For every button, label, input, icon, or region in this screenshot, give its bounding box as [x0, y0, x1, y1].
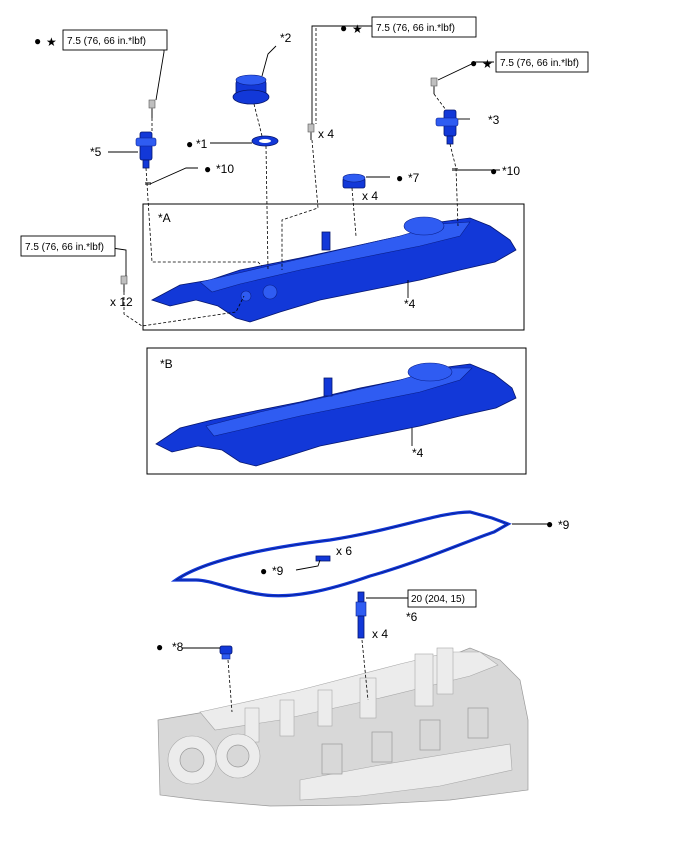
- spark-plug-tube-gasket: [342, 173, 366, 189]
- alignment-lines: [123, 28, 459, 713]
- view-a-frame: [142, 203, 525, 331]
- callout-7: *7: [408, 171, 420, 185]
- callout-8: *8: [172, 640, 184, 654]
- callout-10-left: *10: [216, 162, 234, 176]
- apply-dot-icon: ●: [490, 164, 497, 178]
- torque-spec-3: 7.5 (76, 66 in.*lbf): [500, 58, 579, 69]
- view-b-frame: [146, 347, 527, 475]
- torque-spec-1: 7.5 (76, 66 in.*lbf): [67, 36, 146, 47]
- apply-dot-icon: ●: [546, 517, 553, 531]
- qty-seal: x 4: [362, 189, 378, 203]
- cylinder-head-cover-gasket: [170, 510, 512, 598]
- qty-spark-plug: x 4: [372, 627, 388, 641]
- torque-spec-4: 7.5 (76, 66 in.*lbf): [25, 242, 104, 253]
- torque-box-4: [20, 235, 116, 257]
- callout-5: *5: [90, 145, 102, 159]
- callout-6: *6: [406, 610, 418, 624]
- torque-box-1: [62, 29, 168, 51]
- leader-lines: [106, 25, 548, 649]
- callout-4-view-a: *4: [404, 297, 416, 311]
- view-a-label: *A: [158, 211, 171, 225]
- oil-filler-cap-gasket: [251, 135, 279, 147]
- oil-filler-cap: [232, 74, 270, 105]
- callout-9-left: *9: [272, 564, 284, 578]
- cylinder-head-cover-view-b: [155, 362, 517, 467]
- apply-dot-icon: ●: [470, 56, 477, 70]
- camshaft-position-sensor-right: [435, 109, 459, 145]
- callout-1: *1: [196, 137, 208, 151]
- apply-dot-icon: ●: [260, 564, 267, 578]
- cylinder-head-cover-view-a: [150, 216, 517, 323]
- torque-box-2: [371, 16, 477, 38]
- torque-spec-2: 7.5 (76, 66 in.*lbf): [376, 23, 455, 34]
- cylinder-head-plug: [219, 645, 233, 660]
- callout-4-view-b: *4: [412, 446, 424, 460]
- torque-box-5: [407, 589, 477, 608]
- spark-plug: [355, 591, 367, 639]
- camshaft-position-sensor-left: [135, 131, 157, 169]
- apply-dot-icon: ●: [156, 640, 163, 654]
- cylinder-head-illustration: [157, 647, 529, 807]
- qty-cover-bolts: x 12: [110, 295, 133, 309]
- callout-2: *2: [280, 31, 292, 45]
- callout-9-right: *9: [558, 518, 570, 532]
- callout-3: *3: [488, 113, 500, 127]
- qty-bolt-top: x 4: [318, 127, 334, 141]
- apply-dot-icon: ●: [340, 21, 347, 35]
- apply-dot-icon: ●: [34, 34, 41, 48]
- qty-gasket-seal: x 6: [336, 544, 352, 558]
- precoat-star-icon: ★: [352, 22, 363, 36]
- torque-box-3: [495, 51, 589, 73]
- apply-dot-icon: ●: [396, 171, 403, 185]
- bolts: [120, 77, 458, 292]
- apply-dot-icon: ●: [186, 137, 193, 151]
- apply-dot-icon: ●: [204, 162, 211, 176]
- callout-10-right: *10: [502, 164, 520, 178]
- torque-spec-5: 20 (204, 15): [411, 594, 465, 605]
- precoat-star-icon: ★: [482, 57, 493, 71]
- view-b-label: *B: [160, 357, 173, 371]
- precoat-star-icon: ★: [46, 35, 57, 49]
